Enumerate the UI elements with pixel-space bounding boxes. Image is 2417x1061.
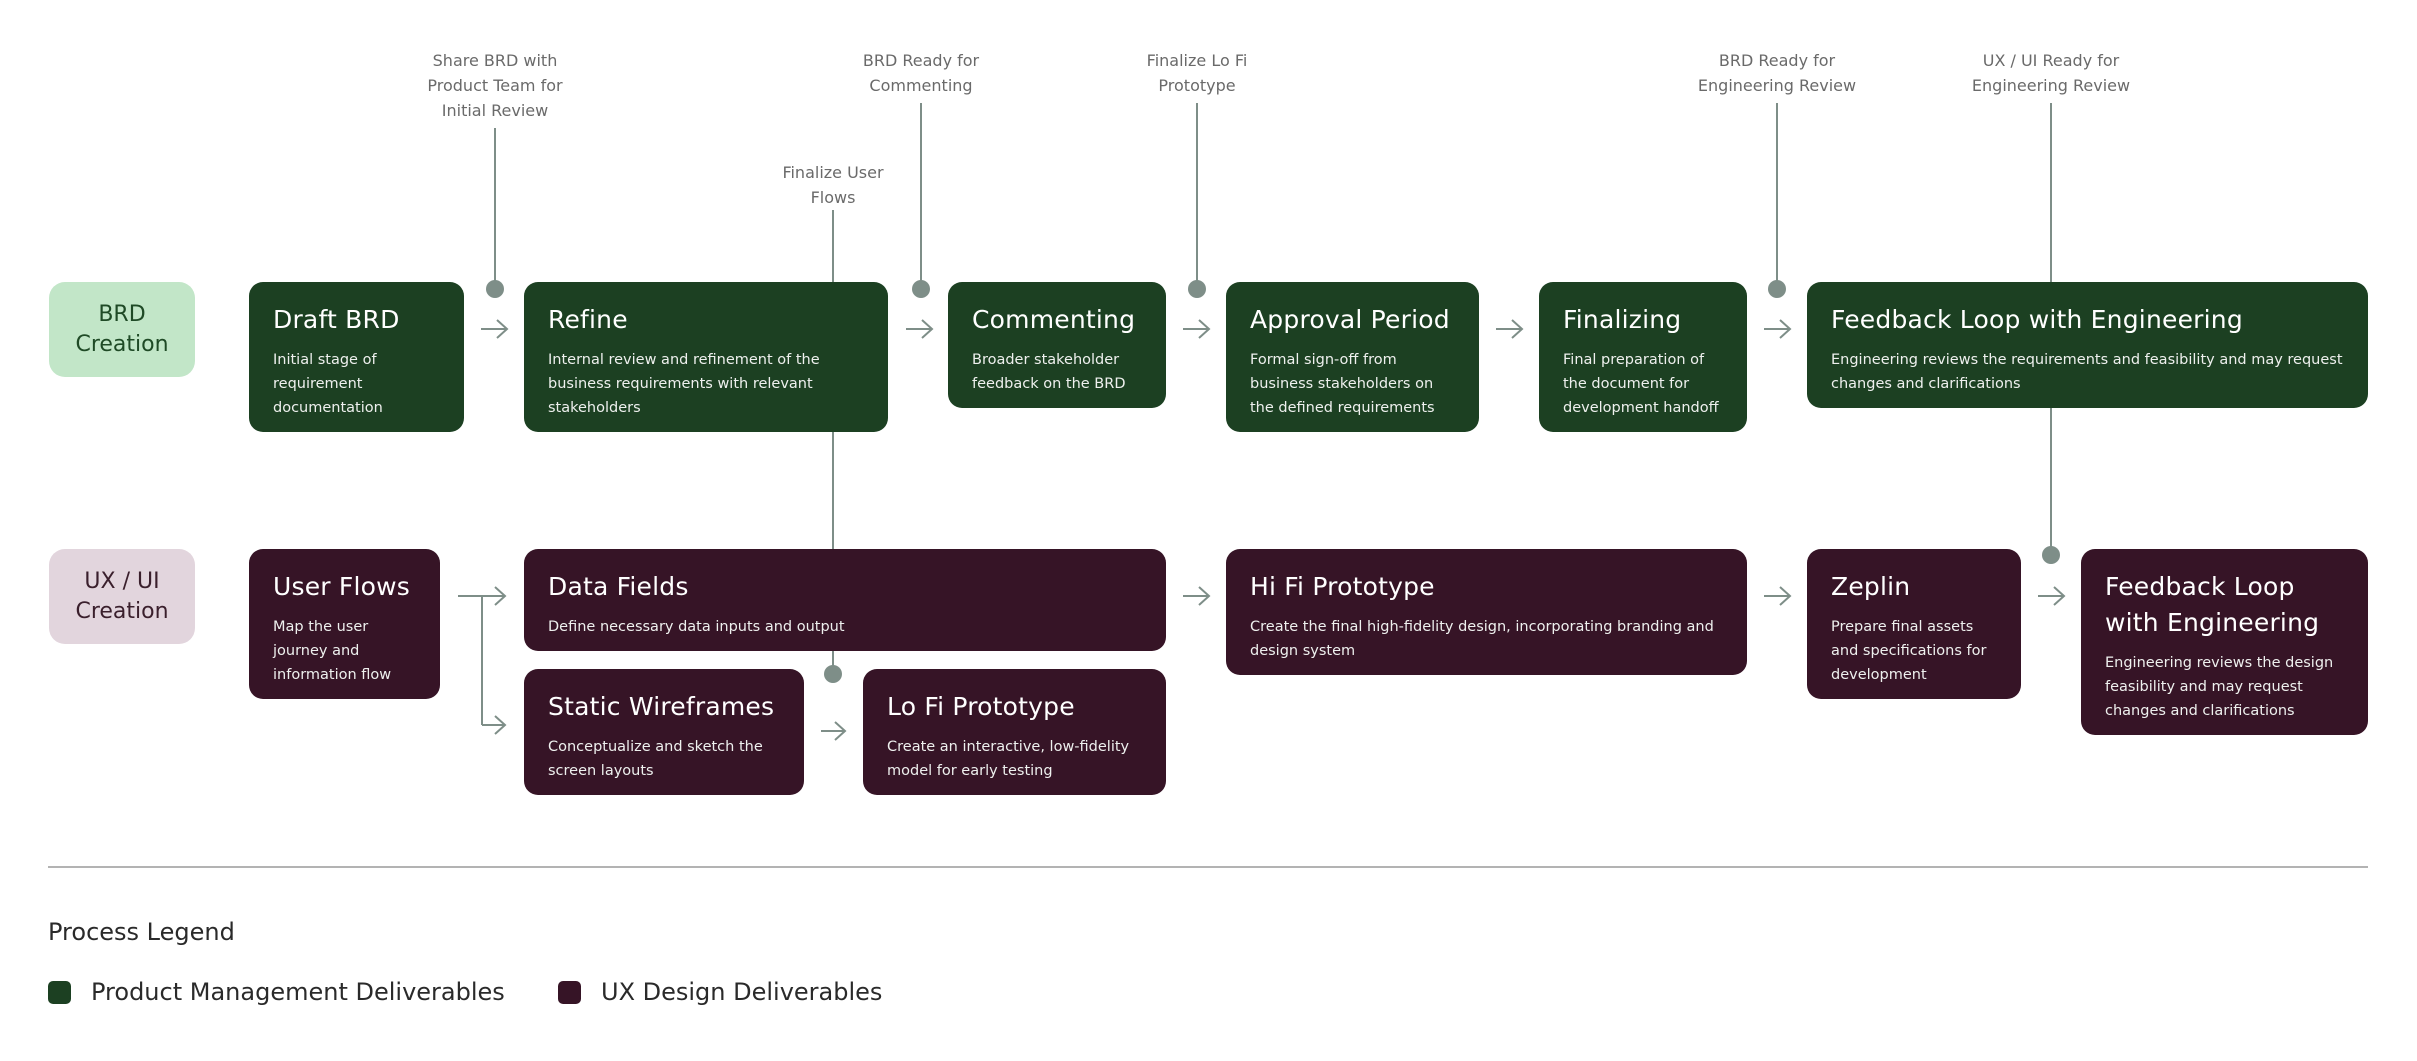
milestone-dot-finalize-flows bbox=[824, 665, 842, 683]
step-desc: Final preparation of the document for de… bbox=[1563, 352, 1719, 416]
step-title: Commenting bbox=[972, 305, 1136, 334]
step-desc: Broader stakeholder feedback on the BRD bbox=[972, 352, 1126, 392]
step-title: Finalizing bbox=[1563, 305, 1682, 334]
step-hifi-prototype: Hi Fi Prototype Create the final high-fi… bbox=[1226, 549, 1747, 675]
legend-item-ux: UX Design Deliverables bbox=[558, 978, 882, 1006]
milestone-dot-finalize-lofi bbox=[1188, 280, 1206, 298]
milestone-brd-eng-review: BRD Ready for Engineering Review bbox=[1697, 51, 1857, 95]
legend-swatch-ux-icon bbox=[558, 980, 581, 1004]
step-desc: Conceptualize and sketch the screen layo… bbox=[548, 739, 763, 779]
step-data-fields: Data Fields Define necessary data inputs… bbox=[524, 549, 1166, 651]
step-title: Feedback Loop with Engineering bbox=[2105, 572, 2320, 637]
milestone-share-brd: Share BRD with Product Team for Initial … bbox=[427, 51, 563, 120]
arrow-approval-finalizing bbox=[1496, 319, 1524, 339]
step-title: User Flows bbox=[273, 572, 411, 601]
step-title: Static Wireframes bbox=[548, 692, 775, 721]
arrow-hifi-zeplin bbox=[1764, 586, 1792, 606]
lane-ux-creation: UX / UI Creation bbox=[49, 549, 195, 644]
step-title: Feedback Loop with Engineering bbox=[1831, 305, 2243, 334]
step-desc: Create the final high-fidelity design, i… bbox=[1250, 619, 1714, 659]
milestone-dot-brd-eng-review bbox=[1768, 280, 1786, 298]
step-commenting: Commenting Broader stakeholder feedback … bbox=[948, 282, 1166, 408]
arrow-zeplin-feedback bbox=[2038, 586, 2066, 606]
arrow-static-lofi bbox=[821, 721, 847, 741]
step-title: Hi Fi Prototype bbox=[1250, 572, 1435, 601]
step-desc: Prepare final assets and specifications … bbox=[1831, 619, 1987, 683]
step-approval-period: Approval Period Formal sign-off from bus… bbox=[1226, 282, 1479, 432]
step-title: Approval Period bbox=[1250, 305, 1450, 334]
step-zeplin: Zeplin Prepare final assets and specific… bbox=[1807, 549, 2021, 699]
step-feedback-loop-pm: Feedback Loop with Engineering Engineeri… bbox=[1807, 282, 2368, 408]
arrow-userflows-branch bbox=[458, 586, 507, 735]
lane-brd-creation: BRD Creation bbox=[49, 282, 195, 377]
milestone-brd-commenting: BRD Ready for Commenting bbox=[862, 51, 980, 95]
step-title: Data Fields bbox=[548, 572, 689, 601]
step-title: Zeplin bbox=[1831, 572, 1911, 601]
step-title: Lo Fi Prototype bbox=[887, 692, 1075, 721]
milestone-finalize-lofi: Finalize Lo Fi Prototype bbox=[1146, 51, 1248, 95]
legend-title: Process Legend bbox=[48, 918, 235, 946]
step-desc: Formal sign-off from business stakeholde… bbox=[1250, 352, 1435, 416]
step-desc: Internal review and refinement of the bu… bbox=[548, 352, 820, 416]
step-title: Draft BRD bbox=[273, 305, 400, 334]
legend-item-pm: Product Management Deliverables bbox=[48, 978, 505, 1006]
step-desc: Initial stage of requirement documentati… bbox=[273, 352, 383, 416]
step-refine: Refine Internal review and refinement of… bbox=[524, 282, 888, 432]
milestone-uxui-eng-review: UX / UI Ready for Engineering Review bbox=[1971, 51, 2131, 95]
step-desc: Map the user journey and information flo… bbox=[273, 619, 392, 683]
legend-label-ux: UX Design Deliverables bbox=[601, 978, 883, 1006]
arrow-datafields-hifi bbox=[1183, 586, 1211, 606]
arrow-refine-commenting bbox=[906, 319, 934, 339]
step-desc: Engineering reviews the requirements and… bbox=[1831, 352, 2343, 392]
legend-swatch-pm-icon bbox=[48, 980, 71, 1004]
step-draft-brd: Draft BRD Initial stage of requirement d… bbox=[249, 282, 464, 432]
step-feedback-loop-ux: Feedback Loop with Engineering Engineeri… bbox=[2081, 549, 2368, 735]
step-desc: Engineering reviews the design feasibili… bbox=[2105, 655, 2334, 719]
step-user-flows: User Flows Map the user journey and info… bbox=[249, 549, 440, 699]
milestone-dot-share-brd bbox=[486, 280, 504, 298]
legend-label-pm: Product Management Deliverables bbox=[91, 978, 505, 1006]
step-title: Refine bbox=[548, 305, 628, 334]
step-desc: Create an interactive, low-fidelity mode… bbox=[887, 739, 1130, 779]
step-lofi-prototype: Lo Fi Prototype Create an interactive, l… bbox=[863, 669, 1166, 795]
step-desc: Define necessary data inputs and output bbox=[548, 619, 845, 635]
arrow-commenting-approval bbox=[1183, 319, 1211, 339]
arrow-finalizing-feedback bbox=[1764, 319, 1792, 339]
arrow-draft-refine bbox=[481, 319, 509, 339]
milestone-finalize-flows: Finalize User Flows bbox=[782, 163, 884, 207]
milestone-dot-brd-commenting bbox=[912, 280, 930, 298]
milestone-dot-uxui-eng-review bbox=[2042, 546, 2060, 564]
step-finalizing: Finalizing Final preparation of the docu… bbox=[1539, 282, 1747, 432]
step-static-wireframes: Static Wireframes Conceptualize and sket… bbox=[524, 669, 804, 795]
